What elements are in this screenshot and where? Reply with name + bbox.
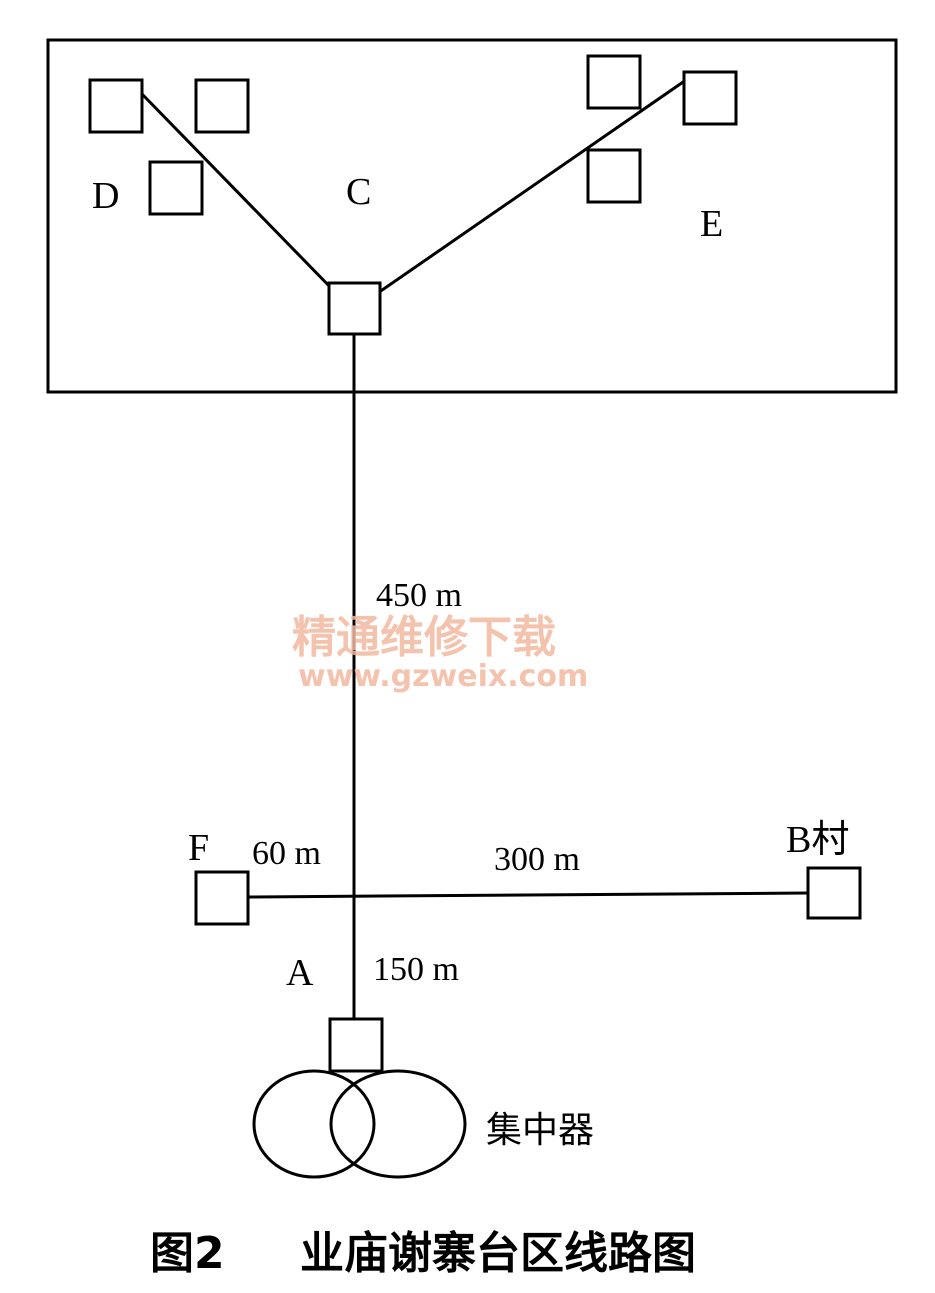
meter-box-d1 <box>88 78 144 134</box>
distance-label-450: 450 m <box>376 577 462 614</box>
meter-box-a <box>328 1017 384 1073</box>
figure-number: 图2 <box>150 1228 225 1279</box>
node-label-f: F <box>188 827 209 869</box>
figure-title: 业庙谢寨台区线路图 <box>300 1228 696 1279</box>
node-label-d: D <box>92 175 119 217</box>
concentrator-label: 集中器 <box>486 1110 594 1151</box>
hub-box-c <box>327 281 382 336</box>
watermark-text: 精通维修下载 <box>292 612 556 663</box>
meter-box-e1 <box>586 54 642 110</box>
meter-box-f <box>194 870 250 926</box>
node-label-e: E <box>700 203 723 245</box>
meter-box-e2 <box>682 70 738 126</box>
concentrator-coil-left <box>252 1069 376 1179</box>
line-d-to-hub <box>140 92 337 294</box>
meter-box-b <box>806 866 862 920</box>
distance-label-60: 60 m <box>252 835 321 872</box>
village-area-frame <box>46 38 898 394</box>
meter-box-e3 <box>586 148 642 204</box>
meter-box-d2 <box>194 78 250 134</box>
concentrator-coil-right <box>329 1069 467 1179</box>
node-label-a: A <box>286 952 314 994</box>
meter-box-d3 <box>148 160 204 216</box>
distance-label-150: 150 m <box>373 951 459 988</box>
line-branch-f-b <box>247 891 809 899</box>
watermark-url: www.gzweix.com <box>298 659 588 694</box>
node-label-c: C <box>346 171 371 213</box>
node-label-b-village: B村 <box>786 819 849 861</box>
line-e-to-hub <box>374 78 687 297</box>
distance-label-300: 300 m <box>494 841 580 878</box>
